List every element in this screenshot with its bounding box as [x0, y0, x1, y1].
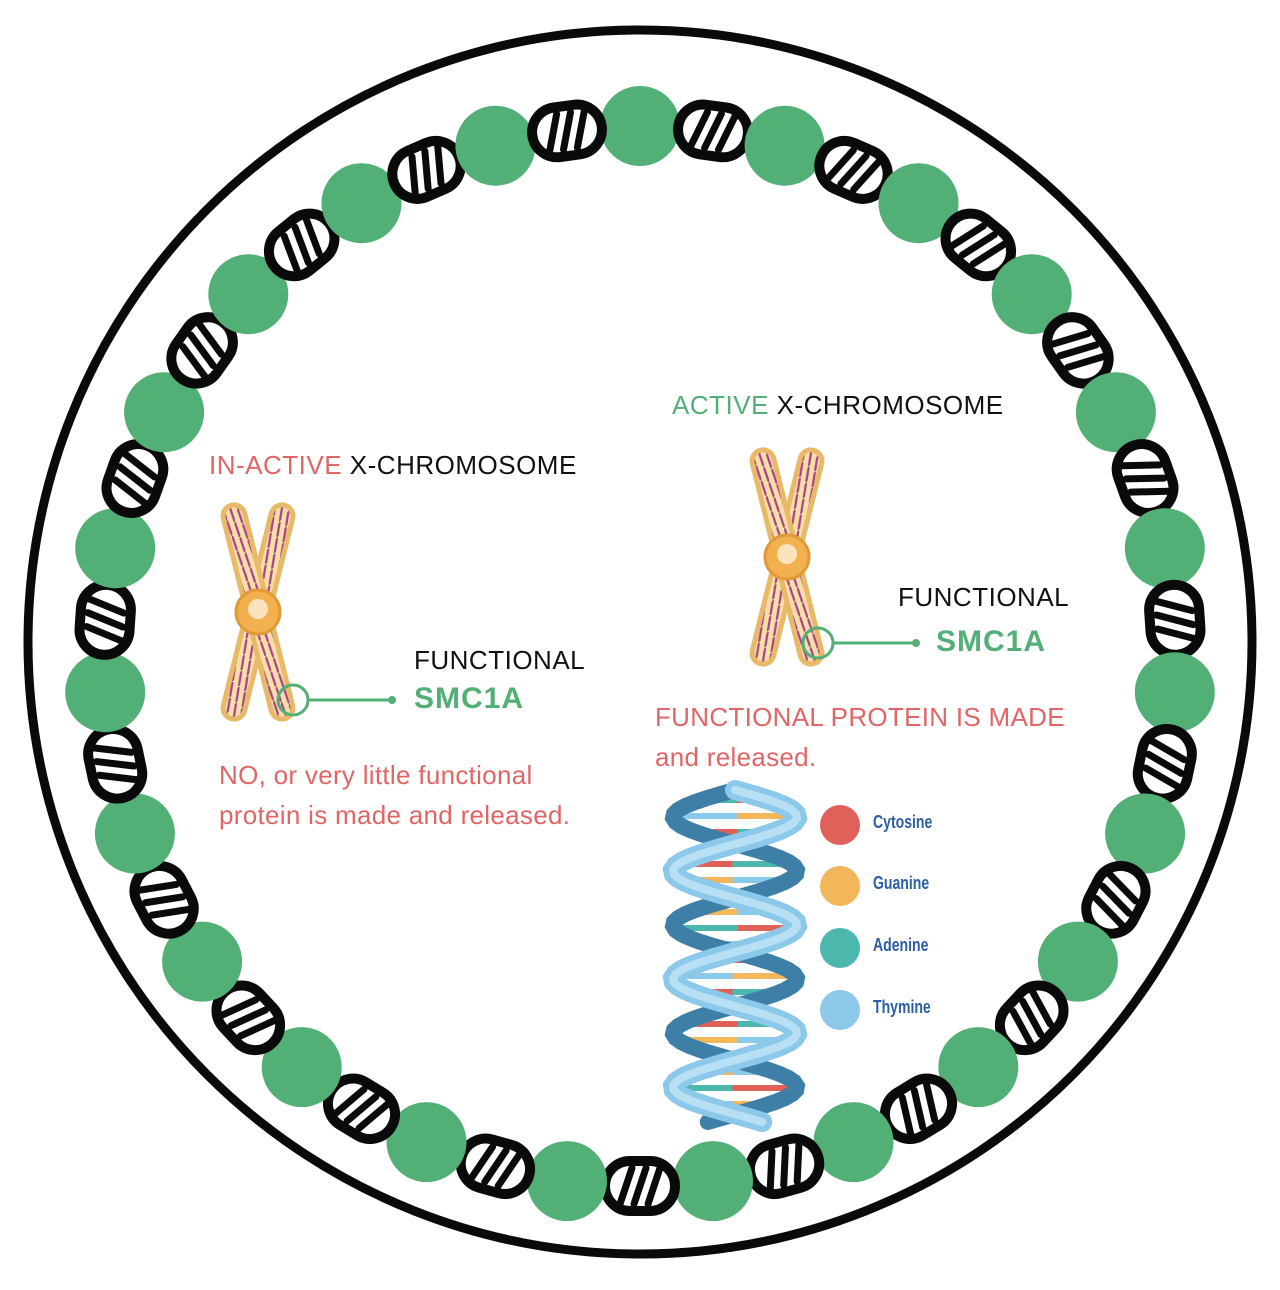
chromatin-bead: [208, 254, 289, 335]
chromatin-bead: [65, 652, 146, 733]
chromatin-bead: [162, 921, 243, 1002]
chromatin-bead: [1105, 793, 1186, 874]
dna-double-helix-illustration: [662, 780, 808, 1132]
chromatin-bead: [261, 1027, 342, 1108]
active-status-label: ACTIVE: [672, 390, 769, 420]
active-title-rest: X-CHROMOSOME: [768, 390, 1004, 420]
inactive-chromosome-title: IN-ACTIVE X-CHROMOSOME: [209, 450, 577, 481]
chromatin-bead: [744, 105, 825, 186]
active-chromosome-title: ACTIVE X-CHROMOSOME: [672, 390, 1004, 421]
dna-double-helix-icon: [1147, 583, 1202, 656]
gene-label-right: SMC1A: [936, 625, 1047, 658]
active-note-line1: FUNCTIONAL PROTEIN IS MADE: [655, 702, 1065, 732]
chromatin-bead: [813, 1102, 894, 1183]
inactive-title-rest: X-CHROMOSOME: [342, 450, 577, 480]
chromatin-bead: [1075, 372, 1156, 453]
dna-double-helix-icon: [84, 724, 147, 803]
legend-swatch-thymine: [820, 990, 860, 1030]
legend-label-adenine: Adenine: [873, 935, 929, 955]
dna-double-helix-icon: [78, 583, 133, 656]
legend-swatch-adenine: [820, 928, 860, 968]
legend-label-guanine: Guanine: [873, 873, 930, 893]
active-note: FUNCTIONAL PROTEIN IS MADE and released.: [655, 697, 1065, 777]
chromatin-bead: [673, 1141, 753, 1222]
chromatin-bead: [75, 508, 156, 589]
chromatin-bead: [94, 793, 175, 874]
dna-double-helix-icon: [1133, 724, 1196, 803]
inactive-note-line2: protein is made and released.: [219, 800, 571, 830]
chromatin-ring: [65, 86, 1215, 1222]
chromatin-bead: [878, 163, 959, 244]
active-chromosome-icon: [749, 447, 825, 667]
gene-pointer-dot-right: [912, 639, 920, 647]
chromatin-bead: [1037, 921, 1118, 1002]
chromatin-bead: [527, 1141, 607, 1222]
legend-label-cytosine: Cytosine: [873, 812, 933, 832]
active-note-line2: and released.: [655, 742, 817, 772]
gene-pointer-dot-left: [388, 696, 396, 704]
dna-double-helix-icon: [675, 101, 751, 160]
dna-double-helix-icon: [605, 1161, 675, 1211]
chromatin-bead: [1124, 508, 1205, 589]
chromatin-bead: [600, 86, 680, 166]
chromatin-bead: [455, 105, 536, 186]
chromatin-bead: [386, 1102, 467, 1183]
legend-swatch-guanine: [820, 866, 860, 906]
nucleotide-legend: [820, 805, 860, 1030]
inactive-note-line1: NO, or very little functional: [219, 760, 533, 790]
chromatin-bead: [991, 254, 1072, 335]
functional-label-left: FUNCTIONAL: [414, 645, 586, 675]
legend-label-thymine: Thymine: [873, 997, 931, 1017]
dna-backbone-strand: [668, 786, 802, 1126]
gene-label-left: SMC1A: [414, 682, 525, 715]
cell-boundary: [23, 25, 1257, 1259]
functional-label-right: FUNCTIONAL: [898, 582, 1070, 612]
dna-double-helix-icon: [529, 101, 605, 160]
inactive-status-label: IN-ACTIVE: [209, 450, 343, 480]
chromatin-bead: [1134, 652, 1215, 733]
chromatin-bead: [938, 1027, 1019, 1108]
inactive-chromosome-icon: [220, 502, 296, 722]
inactive-note: NO, or very little functional protein is…: [219, 755, 570, 835]
chromatin-bead: [124, 372, 205, 453]
chromatin-bead: [321, 163, 402, 244]
legend-swatch-cytosine: [820, 805, 860, 845]
